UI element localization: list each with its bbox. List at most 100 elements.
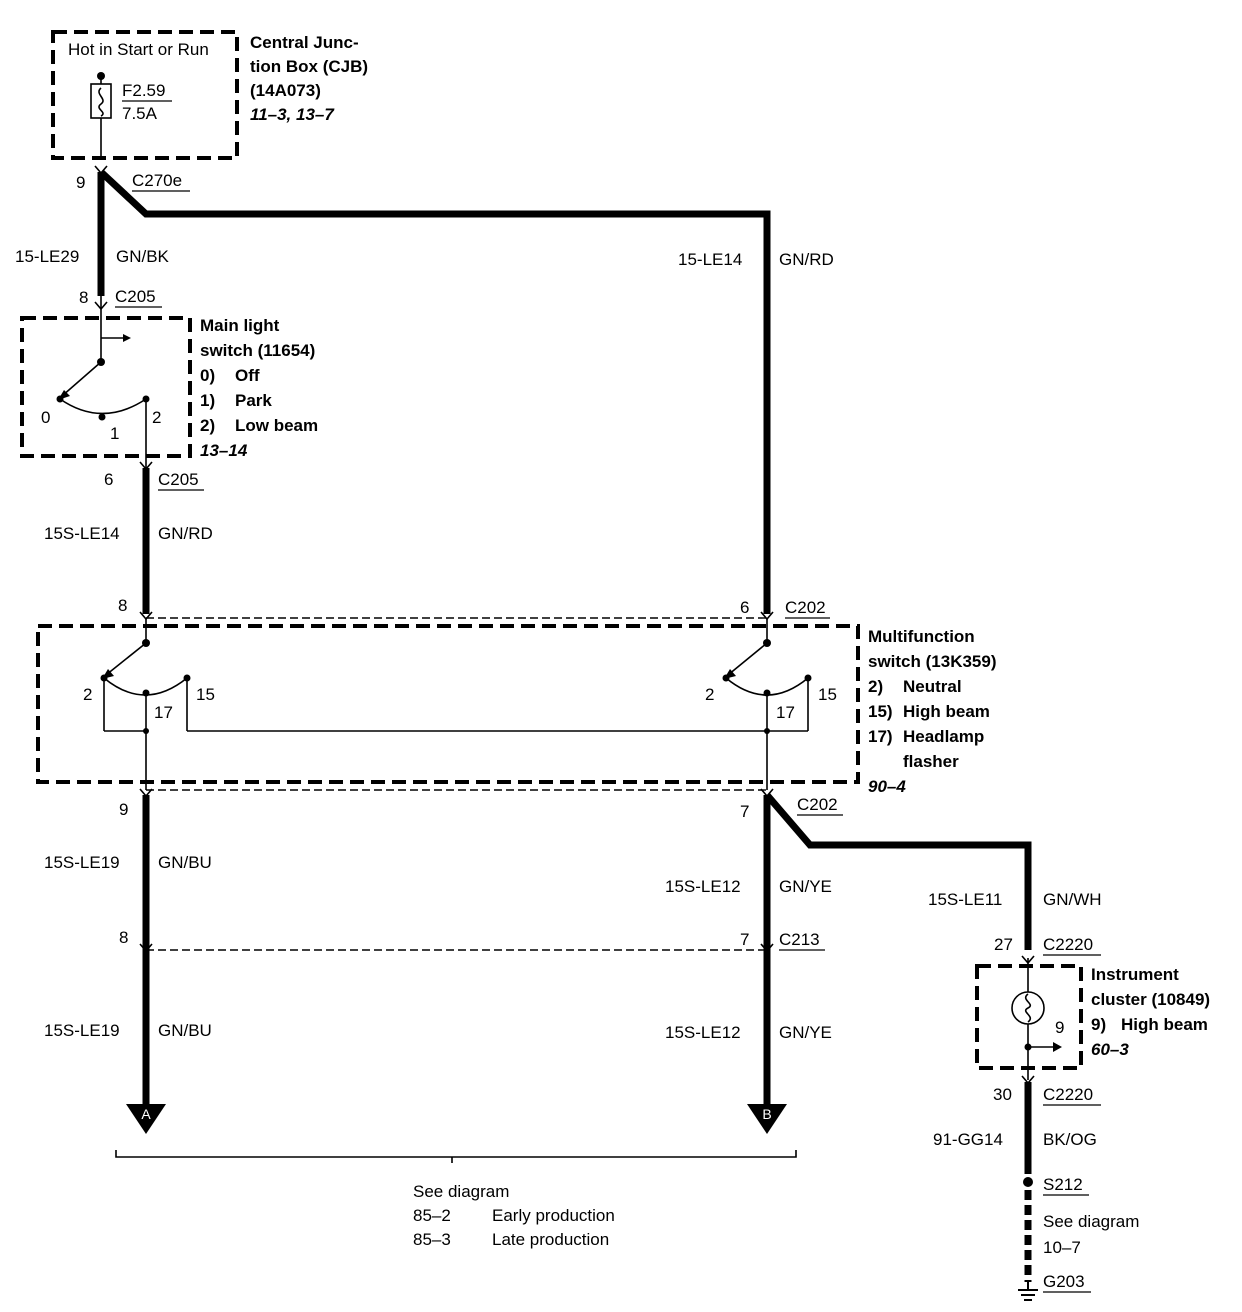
c2220-top-label: C2220 bbox=[1043, 935, 1093, 954]
wire-15s-le11 bbox=[764, 792, 1032, 950]
cjb-title-line2: tion Box (CJB) bbox=[250, 57, 368, 76]
wire-sle19-a-color: GN/BU bbox=[158, 853, 212, 872]
multifunction-outline bbox=[36, 624, 860, 784]
main-light-switch: 0 1 2 Main light switch (11654) 0) Off 1… bbox=[20, 296, 318, 470]
connector-c2220-top: 27 C2220 bbox=[994, 935, 1101, 965]
central-junction-box: Hot in Start or Run F2.59 7.5A Central J… bbox=[51, 30, 368, 160]
arrow-right-icon bbox=[123, 334, 131, 342]
ground-g203: G203 bbox=[1018, 1272, 1091, 1301]
main-switch-pos-num-2: 2) bbox=[200, 416, 215, 435]
c205-bottom-pin: 6 bbox=[104, 470, 113, 489]
c205-top-pin: 8 bbox=[79, 288, 88, 307]
cjb-reference: 11–3, 13–7 bbox=[250, 105, 335, 124]
wire-gg14-color: BK/OG bbox=[1043, 1130, 1097, 1149]
multifunction-switch: 2 17 15 2 17 15 Multifunction switch (13… bbox=[36, 618, 997, 796]
right-pos-15: 15 bbox=[818, 685, 837, 704]
main-switch-pos1: 1 bbox=[110, 424, 119, 443]
wire-sle14-color: GN/RD bbox=[158, 524, 213, 543]
cluster-pin: 9 bbox=[1055, 1018, 1064, 1037]
c213-pin-left: 8 bbox=[119, 928, 128, 947]
c202-top-pin-right: 6 bbox=[740, 598, 749, 617]
multifunction-title-line2: switch (13K359) bbox=[868, 652, 997, 671]
c205-bottom-label: C205 bbox=[158, 470, 199, 489]
main-switch-reference: 13–14 bbox=[200, 441, 248, 460]
cluster-pos-name: High beam bbox=[1121, 1015, 1208, 1034]
c202-bottom-pin-left: 9 bbox=[119, 800, 128, 819]
main-switch-outline bbox=[20, 316, 192, 458]
c202-bottom-pin-right: 7 bbox=[740, 802, 749, 821]
arrow-right-icon bbox=[1053, 1042, 1062, 1052]
left-pos-17: 17 bbox=[154, 703, 173, 722]
main-switch-pos-num-1: 1) bbox=[200, 391, 215, 410]
c2220-bottom-pin: 30 bbox=[993, 1085, 1012, 1104]
c270e-pin: 9 bbox=[76, 173, 85, 192]
arrow-a-label: A bbox=[141, 1106, 151, 1122]
wire-sle19-a-circuit: 15S-LE19 bbox=[44, 853, 120, 872]
connector-c202-top: 8 6 C202 bbox=[118, 596, 830, 621]
multifunction-title-line1: Multifunction bbox=[868, 627, 975, 646]
splice-label: S212 bbox=[1043, 1175, 1083, 1194]
c2220-top-pin: 27 bbox=[994, 935, 1013, 954]
right-pos-2: 2 bbox=[705, 685, 714, 704]
c2220-bottom-label: C2220 bbox=[1043, 1085, 1093, 1104]
see-diagram-ref-0: 85–2 bbox=[413, 1206, 451, 1225]
c213-label: C213 bbox=[779, 930, 820, 949]
multifunction-pos-name-2-cont: flasher bbox=[903, 752, 959, 771]
splice-s212: S212 bbox=[1023, 1175, 1089, 1196]
c202-top-label: C202 bbox=[785, 598, 826, 617]
fuse-icon bbox=[90, 83, 112, 119]
wire-le29-color: GN/BK bbox=[116, 247, 170, 266]
left-pos-2: 2 bbox=[83, 685, 92, 704]
cluster-outline bbox=[975, 964, 1083, 1070]
main-switch-pos-name-0: Off bbox=[235, 366, 260, 385]
multifunction-pos-name-0: Neutral bbox=[903, 677, 962, 696]
connector-c213: 8 7 C213 bbox=[119, 928, 825, 953]
see-diagram-ref-1: 85–3 bbox=[413, 1230, 451, 1249]
connector-c205-top: 8 C205 bbox=[79, 287, 162, 311]
wire-15-le14 bbox=[98, 169, 771, 614]
wire-le29-circuit: 15-LE29 bbox=[15, 247, 79, 266]
wire-le14-color: GN/RD bbox=[779, 250, 834, 269]
main-switch-title-line2: switch (11654) bbox=[200, 341, 315, 360]
wire-sle12-b-color: GN/YE bbox=[779, 1023, 832, 1042]
wire-sle14-circuit: 15S-LE14 bbox=[44, 524, 120, 543]
connector-c270e: 9 C270e bbox=[76, 165, 190, 192]
cluster-pos-num: 9) bbox=[1091, 1015, 1106, 1034]
c213-pin-right: 7 bbox=[740, 930, 749, 949]
ground-icon bbox=[1018, 1282, 1038, 1301]
cjb-hot-label: Hot in Start or Run bbox=[68, 40, 209, 59]
wire-sle12-a-circuit: 15S-LE12 bbox=[665, 877, 741, 896]
see-diagram-desc-0: Early production bbox=[492, 1206, 615, 1225]
main-switch-pos-name-2: Low beam bbox=[235, 416, 318, 435]
connector-arrow-b: B bbox=[747, 1104, 787, 1134]
cluster-title-line2: cluster (10849) bbox=[1091, 990, 1210, 1009]
connector-c2220-bottom: 30 C2220 bbox=[993, 1075, 1101, 1106]
wire-sle11-color: GN/WH bbox=[1043, 890, 1102, 909]
multifunction-pos-num-2: 17) bbox=[868, 727, 893, 746]
main-switch-pos-num-0: 0) bbox=[200, 366, 215, 385]
wire-sle11-circuit: 15S-LE11 bbox=[928, 890, 1002, 909]
wire-le14-circuit: 15-LE14 bbox=[678, 250, 742, 269]
diagram-bracket bbox=[115, 1150, 797, 1163]
connector-c205-bottom: 6 C205 bbox=[104, 461, 204, 491]
see-diagram-title: See diagram bbox=[413, 1182, 509, 1201]
left-pos-15: 15 bbox=[196, 685, 215, 704]
connector-arrow-a: A bbox=[126, 1104, 166, 1134]
ground-note-line2: 10–7 bbox=[1043, 1238, 1081, 1257]
wire-gg14-circuit: 91-GG14 bbox=[933, 1130, 1003, 1149]
main-switch-pos0: 0 bbox=[41, 408, 50, 427]
arrow-b-label: B bbox=[762, 1106, 771, 1122]
main-switch-pos2: 2 bbox=[152, 408, 161, 427]
c202-top-pin-left: 8 bbox=[118, 596, 127, 615]
c202-bottom-label: C202 bbox=[797, 795, 838, 814]
wire-sle12-a-color: GN/YE bbox=[779, 877, 832, 896]
bulb-icon bbox=[1011, 991, 1045, 1025]
connector-c202-bottom: 9 7 C202 bbox=[119, 788, 843, 821]
multifunction-reference: 90–4 bbox=[868, 777, 906, 796]
cluster-title-line1: Instrument bbox=[1091, 965, 1179, 984]
wire-sle19-b-circuit: 15S-LE19 bbox=[44, 1021, 120, 1040]
multifunction-pos-name-2: Headlamp bbox=[903, 727, 984, 746]
see-diagram-note: See diagram 85–2 Early production 85–3 L… bbox=[413, 1182, 615, 1249]
multifunction-pos-num-1: 15) bbox=[868, 702, 893, 721]
